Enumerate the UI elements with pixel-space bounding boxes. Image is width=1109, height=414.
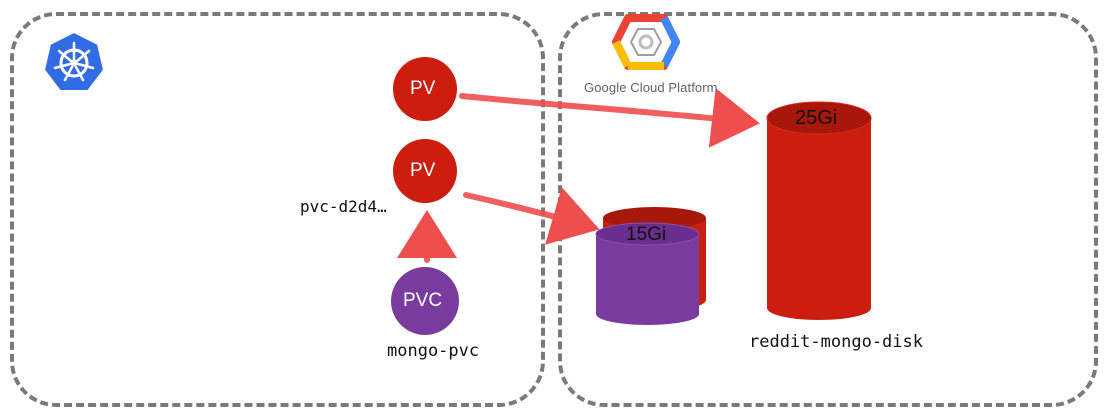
kubernetes-icon [42,30,106,92]
pvc-node [391,267,459,335]
pv-bottom-label: PV [410,160,436,181]
large-disk-size-label: 25Gi [795,107,838,129]
small-disk-purple-cylinder [595,222,700,325]
kubernetes-cluster-frame [10,12,545,407]
gcp-brand-text: Google Cloud Platform [584,80,718,95]
pvc-label: PVC [403,290,443,311]
pv-bottom-name: pvc-d2d4… [300,197,387,216]
arrow-pv-to-small-disk [463,187,600,245]
pvc-name: mongo-pvc [387,341,480,361]
arrow-pv-to-large-disk [459,88,760,148]
small-disk-size-label: 15Gi [626,224,667,245]
google-cloud-platform-icon [612,14,680,70]
pv-node-top [393,57,457,121]
large-disk-cylinder [766,101,872,320]
pv-top-label: PV [410,78,436,99]
pv-node-bottom [393,139,457,203]
arrows [397,88,760,263]
large-disk-name: reddit-mongo-disk [749,332,923,352]
